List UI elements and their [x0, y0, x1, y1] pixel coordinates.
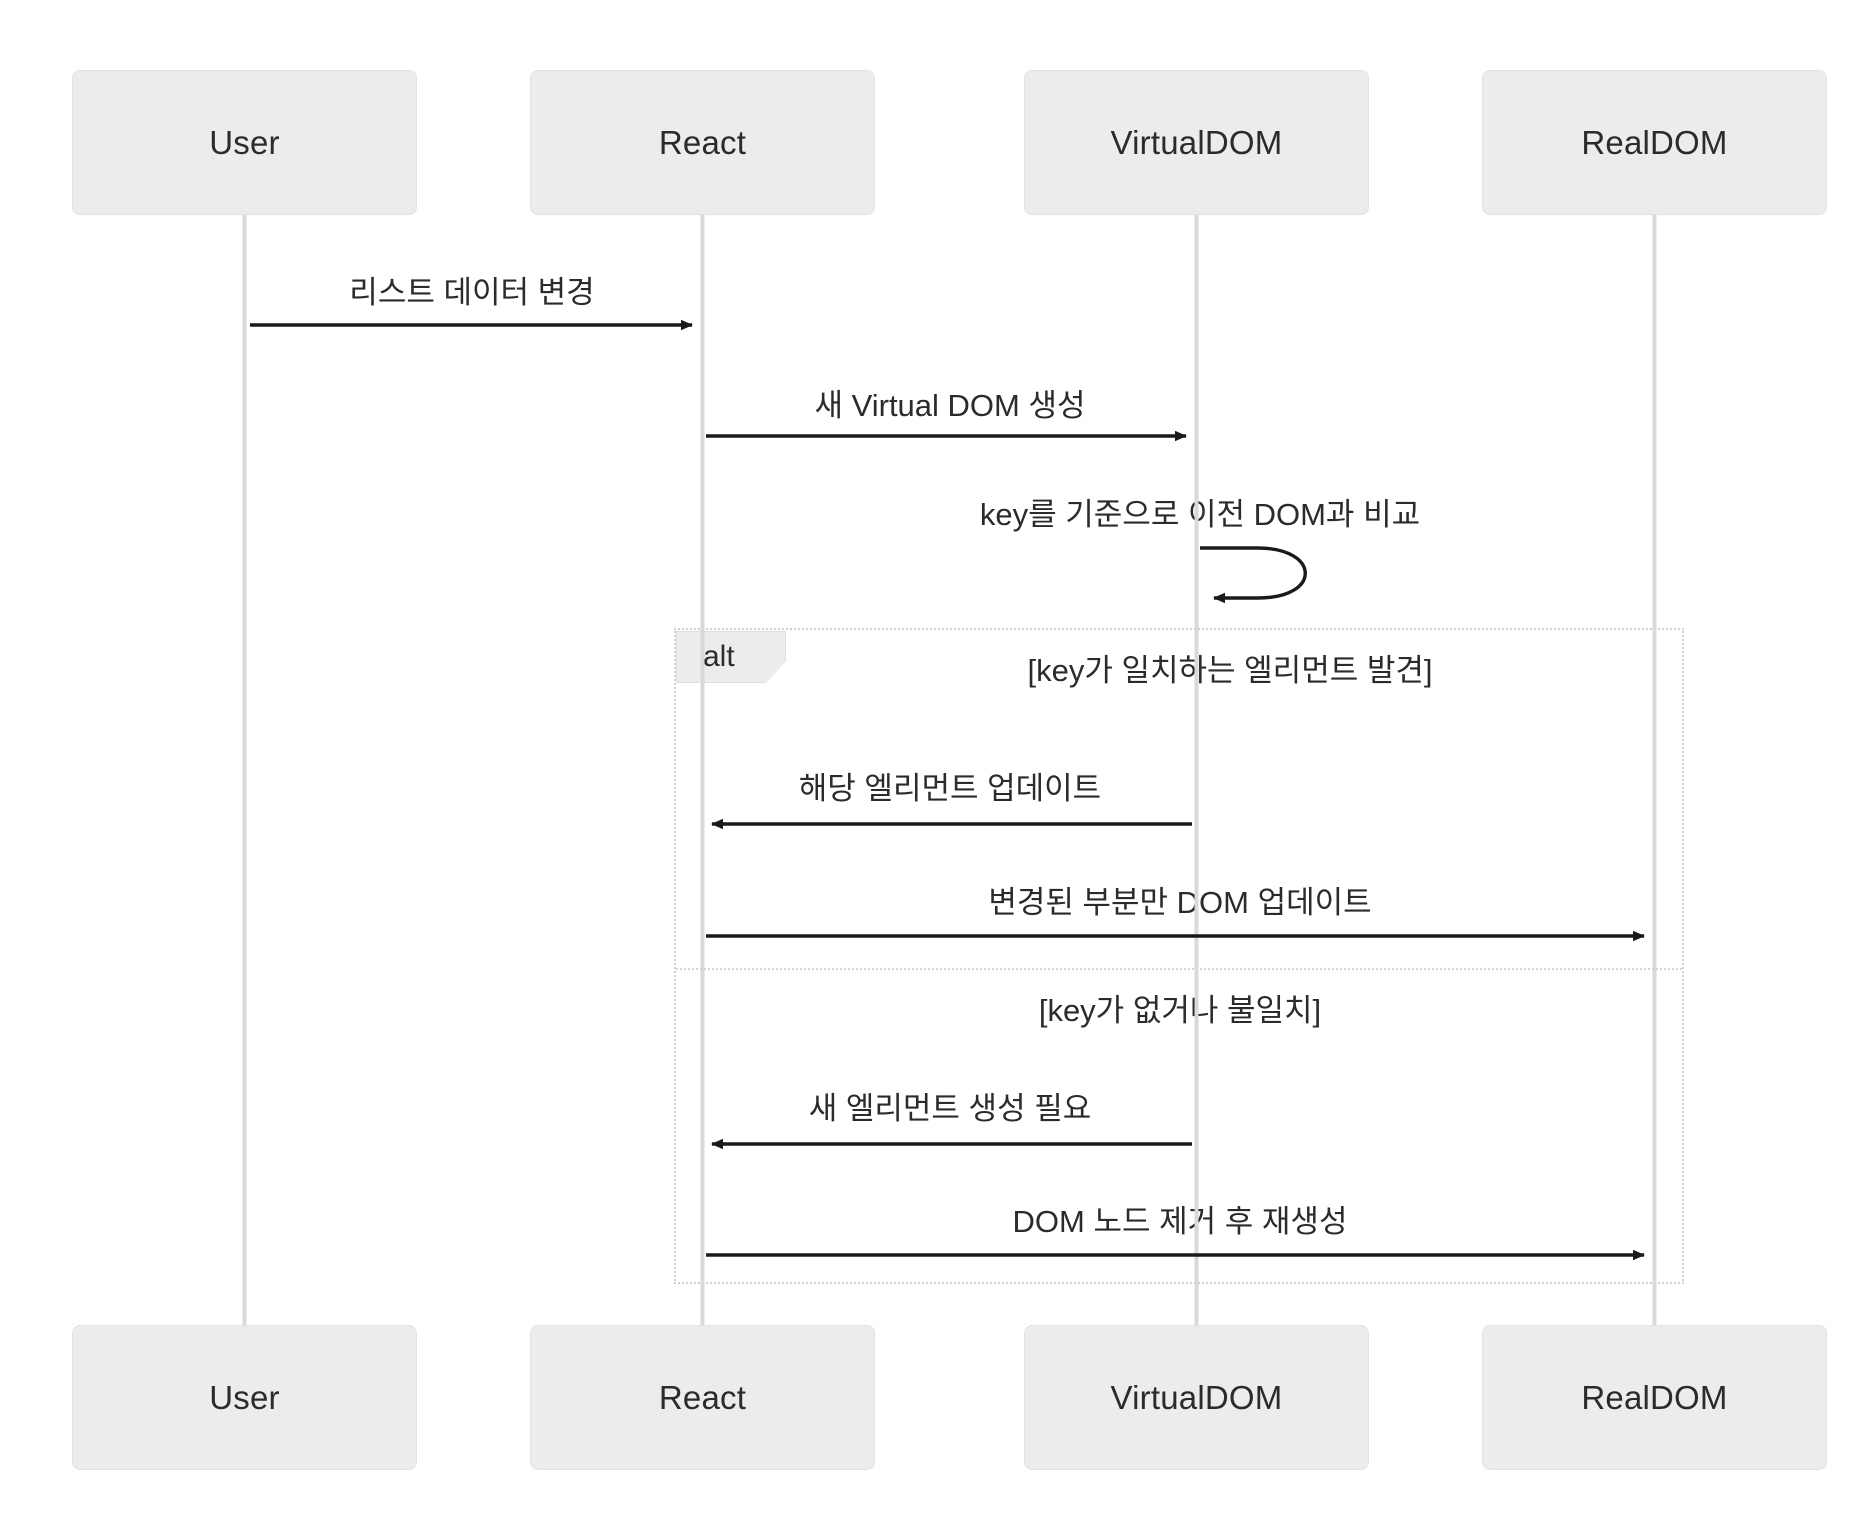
lifelines: [242, 215, 1657, 1325]
alt-condition-2: [key가 없거나 불일치]: [1038, 993, 1322, 1028]
participant-label: VirtualDOM: [1110, 1378, 1283, 1416]
message-label-m2: 새 Virtual DOM 생성: [814, 388, 1086, 423]
alt-branch-divider: [676, 968, 1682, 970]
message-label-m6: 새 엘리먼트 생성 필요: [808, 1091, 1092, 1126]
participant-label: User: [209, 123, 280, 161]
participant-box-realdom-top[interactable]: RealDOM: [1482, 70, 1827, 215]
participant-label: User: [209, 1378, 280, 1416]
participant-box-user-top[interactable]: User: [72, 70, 417, 215]
message-label-m4: 해당 엘리먼트 업데이트: [798, 771, 1102, 806]
alt-tag-label: alt: [703, 640, 735, 673]
participant-box-user-bottom[interactable]: User: [72, 1325, 417, 1470]
participant-label: RealDOM: [1581, 123, 1728, 161]
participant-box-react-bottom[interactable]: React: [530, 1325, 875, 1470]
participant-box-realdom-bottom[interactable]: RealDOM: [1482, 1325, 1827, 1470]
participant-label: React: [658, 123, 747, 161]
message-label-m5: 변경된 부분만 DOM 업데이트: [988, 885, 1372, 920]
participant-box-react-top[interactable]: React: [530, 70, 875, 215]
message-label-m3: key를 기준으로 이전 DOM과 비교: [979, 497, 1421, 532]
participant-box-virtualdom-top[interactable]: VirtualDOM: [1024, 70, 1369, 215]
message-label-m1: 리스트 데이터 변경: [349, 275, 595, 310]
participant-label: VirtualDOM: [1110, 123, 1283, 161]
participant-label: RealDOM: [1581, 1378, 1728, 1416]
message-arrow-m3-self-loop: [1200, 546, 1307, 604]
alt-tag: alt: [676, 631, 786, 683]
participant-label: React: [658, 1378, 747, 1416]
participant-box-virtualdom-bottom[interactable]: VirtualDOM: [1024, 1325, 1369, 1470]
message-label-m7: DOM 노드 제거 후 재생성: [1012, 1204, 1348, 1239]
alt-condition-1: [key가 일치하는 엘리먼트 발견]: [1027, 653, 1433, 688]
